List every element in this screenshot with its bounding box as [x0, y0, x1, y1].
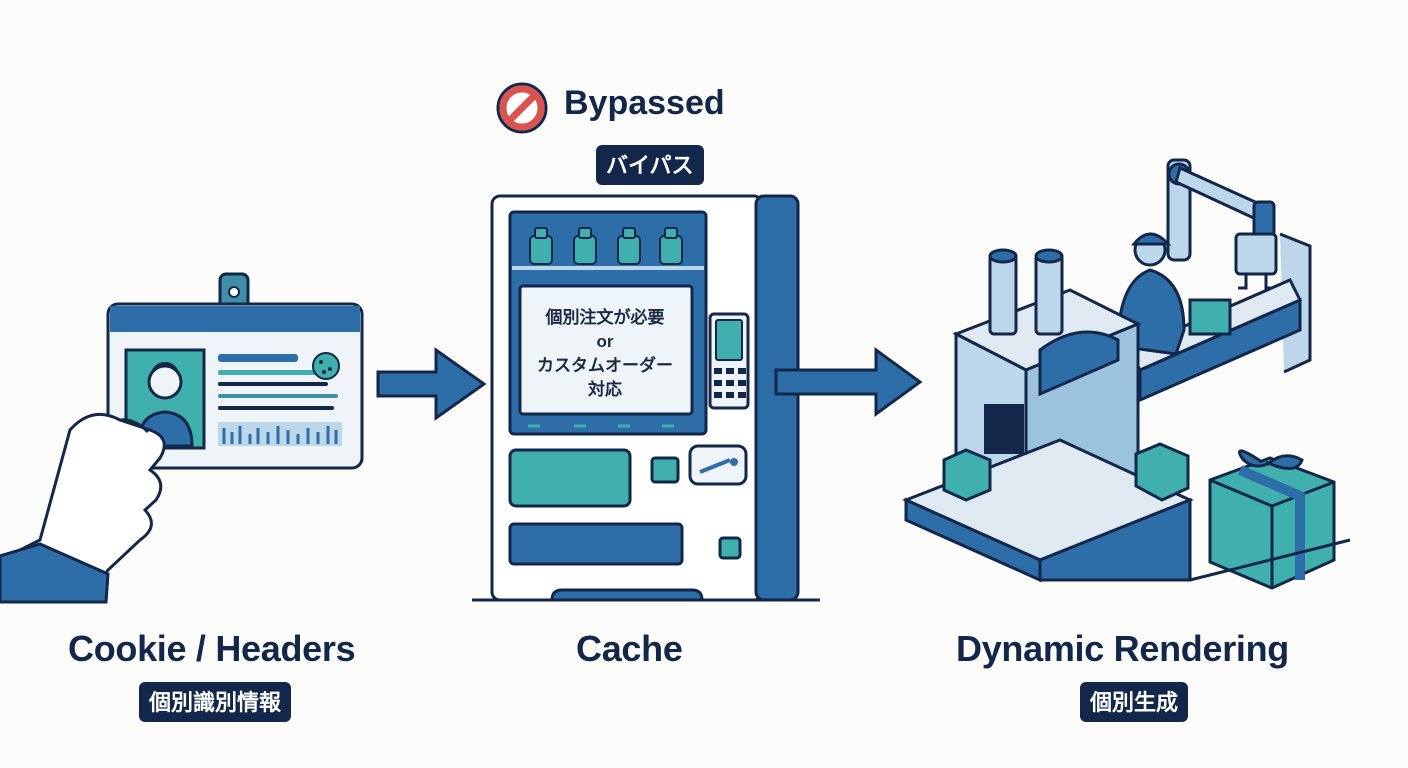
stage-tag-dynamic-rendering: 個別生成: [1080, 682, 1189, 722]
bypass-tag: バイパス: [596, 145, 704, 185]
stage-title-dynamic-rendering: Dynamic Rendering: [956, 628, 1289, 669]
bypass-title: Bypassed: [564, 84, 725, 122]
vending-screen-text: 個別注文が必要 or カスタムオーダー 対応: [520, 306, 690, 402]
screen-line-4: 対応: [588, 380, 622, 399]
screen-line-3: カスタムオーダー: [537, 356, 673, 375]
stage-tag-cookie-headers: 個別識別情報: [139, 682, 292, 722]
vending-machine-icon: [472, 194, 820, 602]
prohibited-icon: [496, 82, 548, 134]
stage-title-cookie-headers: Cookie / Headers: [68, 628, 356, 669]
arrow-right-icon: [376, 347, 487, 421]
arrow-right-icon: [774, 347, 923, 417]
id-card-icon: [0, 272, 364, 604]
factory-icon: [902, 158, 1351, 590]
screen-line-2: or: [596, 332, 614, 351]
stage-title-cache: Cache: [576, 628, 683, 669]
screen-line-1: 個別注文が必要: [545, 308, 665, 327]
